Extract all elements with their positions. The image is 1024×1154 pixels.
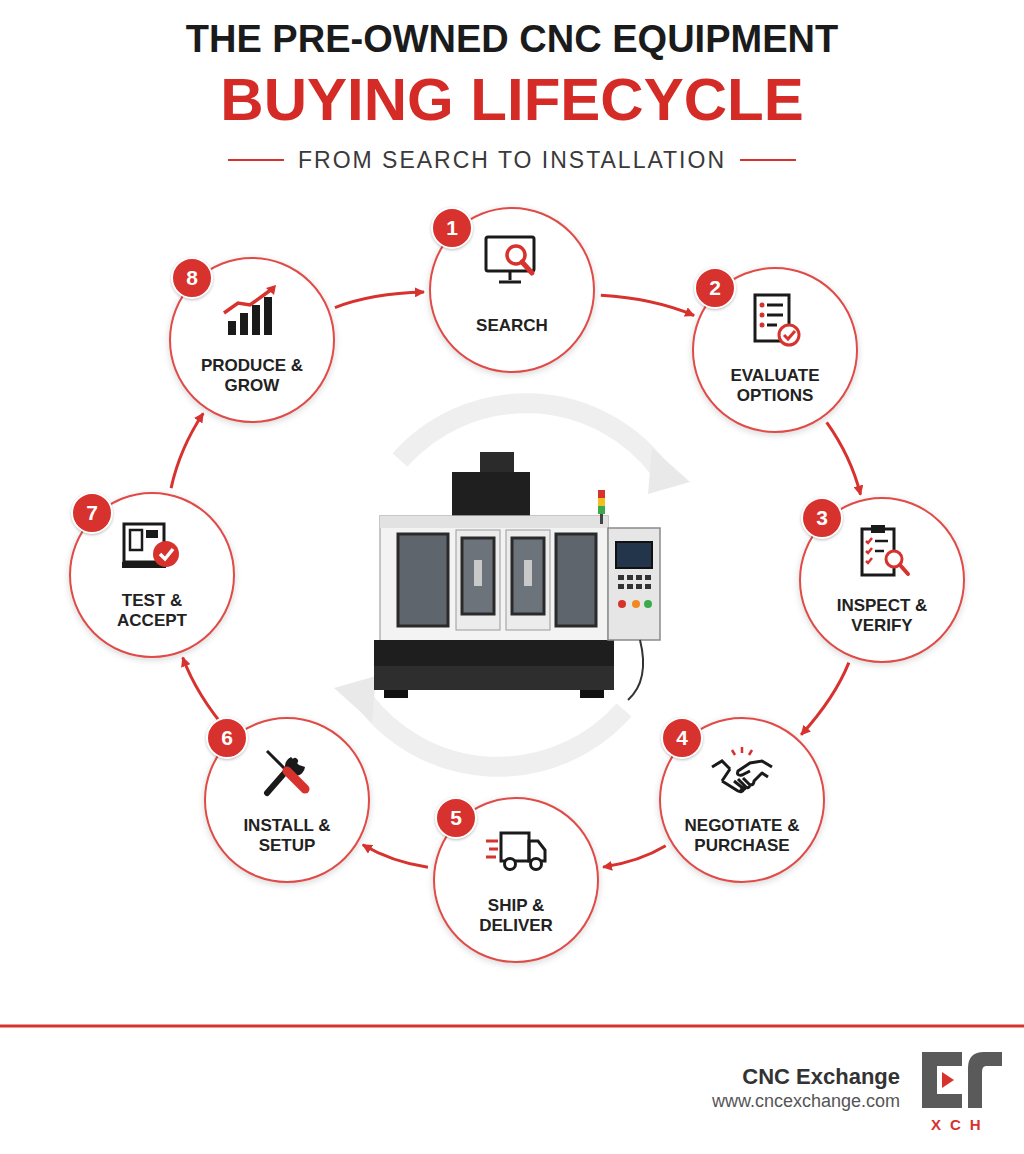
step-badge: 6: [206, 717, 248, 759]
step-text-box: INSPECT & VERIFY: [817, 589, 947, 643]
title-highlight: BUYING LIFECYCLE: [220, 66, 803, 133]
company-name-holder: CNC Exchange: [742, 1064, 900, 1090]
step-text-box: EVALUATE OPTIONS: [710, 359, 840, 413]
callout-number: 7: [86, 501, 98, 525]
step-text-box: SHIP & DELIVER: [451, 889, 581, 943]
flow-arrow: [801, 663, 849, 735]
subtitle-holder: FROM SEARCH TO INSTALLATION: [0, 145, 1024, 175]
step-circle: 3INSPECT & VERIFY: [799, 497, 965, 663]
step-circle: 1SEARCH: [429, 207, 595, 373]
step-badge: 7: [71, 492, 113, 534]
callout-number: 2: [709, 276, 721, 300]
subtitle: FROM SEARCH TO INSTALLATION: [298, 147, 726, 173]
step-label: TEST & ACCEPT: [87, 591, 217, 631]
logo-text-holder: XCH: [931, 1116, 990, 1134]
step-badge: 3: [801, 497, 843, 539]
step-badge: 4: [661, 717, 703, 759]
website: www.cncexchange.com: [712, 1091, 900, 1111]
step-icon: [710, 743, 774, 799]
step-badge: 1: [431, 207, 473, 249]
callout-number: 4: [676, 726, 688, 750]
title: THE PRE-OWNED CNC EQUIPMENT: [186, 18, 838, 60]
callout-number: 6: [221, 726, 233, 750]
company-logo: [922, 1052, 1002, 1108]
logo-text: XCH: [931, 1116, 990, 1133]
rule-line: [740, 159, 796, 161]
company-name: CNC Exchange: [742, 1064, 900, 1089]
flow-arrow: [171, 413, 203, 488]
rule-line: [228, 159, 284, 161]
cycle-ring: [334, 403, 690, 767]
step-circle: 8PRODUCE & GROW: [169, 257, 335, 423]
step-text-box: SEARCH: [447, 299, 577, 353]
step-label: INSTALL & SETUP: [222, 816, 352, 856]
step-label: SHIP & DELIVER: [451, 896, 581, 936]
footer-rule: [0, 1025, 1024, 1028]
callout-number: 3: [816, 506, 828, 530]
step-icon: [850, 523, 914, 579]
step-circle: 2EVALUATE OPTIONS: [692, 267, 858, 433]
step-icon: [255, 743, 319, 799]
flow-arrow: [601, 295, 694, 315]
step-icon: [220, 283, 284, 339]
title-highlight-holder: BUYING LIFECYCLE: [0, 64, 1024, 136]
step-text-box: PRODUCE & GROW: [187, 349, 317, 403]
step-circle: 6INSTALL & SETUP: [204, 717, 370, 883]
step-badge: 2: [694, 267, 736, 309]
step-circle: 5SHIP & DELIVER: [433, 797, 599, 963]
step-icon: [484, 823, 548, 879]
step-badge: 8: [171, 257, 213, 299]
step-label: PRODUCE & GROW: [187, 356, 317, 396]
step-label: SEARCH: [476, 316, 548, 336]
callout-number: 8: [186, 266, 198, 290]
step-circle: 4NEGOTIATE & PURCHASE: [659, 717, 825, 883]
step-label: EVALUATE OPTIONS: [710, 366, 840, 406]
flow-arrow: [603, 846, 666, 867]
step-icon: [120, 518, 184, 574]
step-text-box: TEST & ACCEPT: [87, 584, 217, 638]
flow-arrow: [363, 845, 428, 867]
callout-number: 5: [450, 806, 462, 830]
step-icon: [743, 293, 807, 349]
step-text-box: NEGOTIATE & PURCHASE: [677, 809, 807, 863]
step-badge: 5: [435, 797, 477, 839]
title-holder: THE PRE-OWNED CNC EQUIPMENT: [0, 16, 1024, 62]
step-label: INSPECT & VERIFY: [817, 596, 947, 636]
flow-arrow: [335, 292, 424, 308]
cnc-machine: [374, 452, 660, 700]
flow-arrow: [827, 422, 861, 494]
callout-number: 1: [446, 216, 458, 240]
step-circle: 7TEST & ACCEPT: [69, 492, 235, 658]
step-text-box: INSTALL & SETUP: [222, 809, 352, 863]
step-label: NEGOTIATE & PURCHASE: [677, 816, 807, 856]
step-icon: [480, 233, 544, 289]
website-holder: www.cncexchange.com: [712, 1090, 900, 1112]
